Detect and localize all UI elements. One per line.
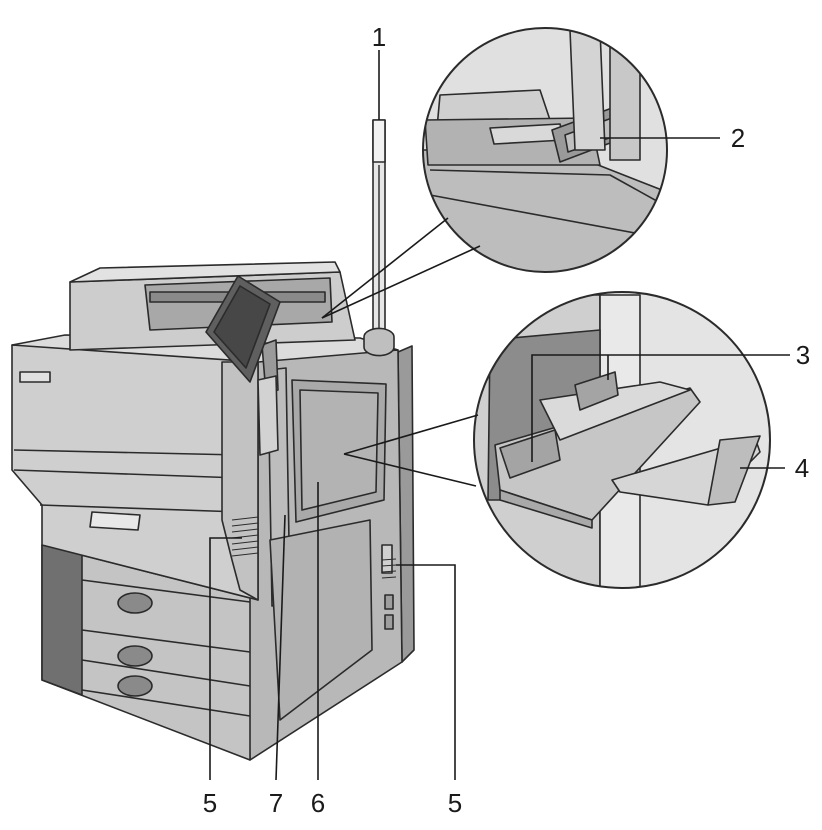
status-pole-top (373, 120, 385, 162)
printer-body (12, 120, 414, 760)
callout-2: 2 (731, 123, 745, 153)
callout-5-left: 5 (203, 788, 217, 818)
logo-plate (20, 372, 50, 382)
callout-3: 3 (796, 340, 810, 370)
callout-1: 1 (372, 22, 386, 52)
bypass-door-inner (300, 390, 378, 510)
tray-block-left (42, 545, 82, 695)
side-connector-2 (385, 615, 393, 629)
status-pole-base (364, 328, 394, 355)
zoom-top-b (322, 246, 480, 318)
callout-4: 4 (795, 453, 809, 483)
tray-handle-1 (118, 593, 152, 613)
top-magnifier (420, 28, 700, 290)
front-handle (90, 512, 140, 530)
callout-7: 7 (269, 788, 283, 818)
tray-handle-2 (118, 646, 152, 666)
tray-handle-3 (118, 676, 152, 696)
callout-5-right: 5 (448, 788, 462, 818)
panel-stand (258, 376, 278, 455)
right-magnifier (470, 292, 770, 600)
side-connector-1 (385, 595, 393, 609)
callout-6: 6 (311, 788, 325, 818)
